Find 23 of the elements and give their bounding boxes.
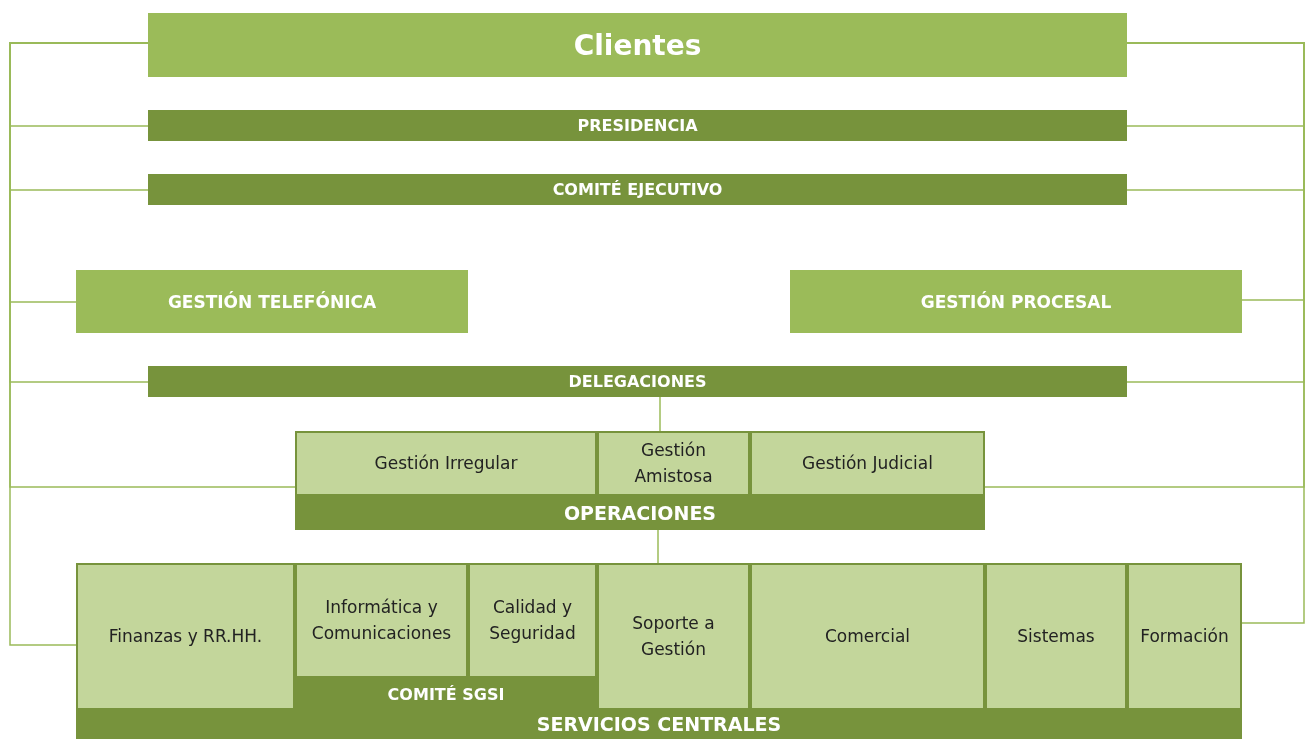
unit-box: Informática y Comunicaciones bbox=[295, 563, 468, 678]
unit-box: Calidad y Seguridad bbox=[468, 563, 597, 678]
heading-box: GESTIÓN PROCESAL bbox=[790, 270, 1242, 333]
unit-box: Gestión Irregular bbox=[295, 431, 597, 496]
unit-box: Formación bbox=[1127, 563, 1242, 710]
connector-line bbox=[659, 396, 661, 432]
unit-box: Comercial bbox=[750, 563, 985, 710]
group-heading: OPERACIONES bbox=[562, 501, 718, 526]
unit-box: Gestión Amistosa bbox=[597, 431, 750, 496]
title-bar: DELEGACIONES bbox=[148, 366, 1127, 397]
unit-box: Gestión Judicial bbox=[750, 431, 985, 496]
heading-box: Clientes bbox=[148, 13, 1127, 77]
unit-box: Soporte a Gestión bbox=[597, 563, 750, 710]
group-panel bbox=[76, 563, 1242, 739]
title-bar: COMITÉ EJECUTIVO bbox=[148, 174, 1127, 205]
unit-box: Finanzas y RR.HH. bbox=[76, 563, 295, 710]
group-panel bbox=[295, 431, 985, 530]
heading-box: GESTIÓN TELEFÓNICA bbox=[76, 270, 468, 333]
connector-line bbox=[657, 529, 659, 564]
group-heading: COMITÉ SGSI bbox=[386, 683, 506, 706]
unit-box: Sistemas bbox=[985, 563, 1127, 710]
title-bar: PRESIDENCIA bbox=[148, 110, 1127, 141]
group-heading: SERVICIOS CENTRALES bbox=[535, 712, 783, 737]
